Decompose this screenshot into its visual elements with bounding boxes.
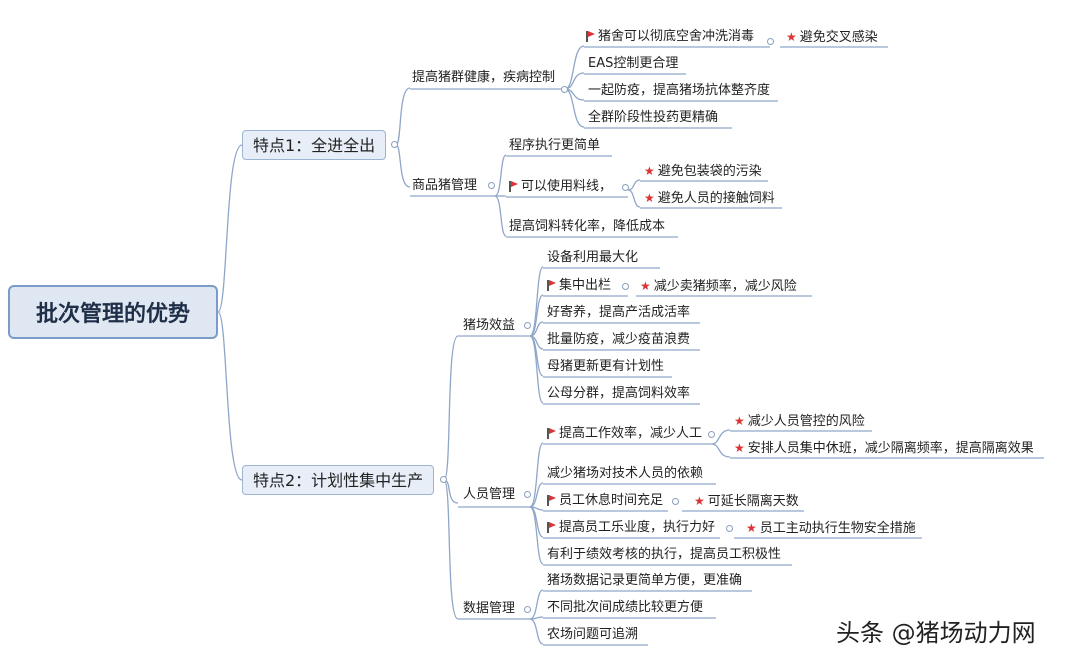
red-flag-icon: [547, 428, 556, 439]
item-medication[interactable]: 全群阶段性投药更精确: [588, 110, 719, 125]
watermark: 头条 @猪场动力网: [836, 619, 1036, 647]
item-sex-grouping[interactable]: 公母分群，提高饲料效率: [547, 386, 691, 401]
item-joint-vaccination[interactable]: 一起防疫，提高猪场抗体整齐度: [588, 83, 771, 98]
item-feed-conversion[interactable]: 提高饲料转化率，降低成本: [509, 219, 666, 234]
item-performance-review[interactable]: 有利于绩效考核的执行，提高员工积极性: [547, 547, 782, 562]
note-avoid-cross-infection[interactable]: ★避免交叉感染: [786, 30, 878, 45]
item-rest-time[interactable]: 员工休息时间充足: [547, 492, 663, 510]
collapse-knob[interactable]: [524, 322, 531, 329]
item-simple-procedure[interactable]: 程序执行更简单: [509, 138, 601, 153]
note-avoid-human-contact[interactable]: ★避免人员的接触饲料: [644, 191, 775, 206]
red-star-icon: ★: [746, 521, 757, 535]
item-eas-control[interactable]: EAS控制更合理: [588, 56, 679, 71]
item-feed-line[interactable]: 可以使用料线，: [509, 178, 612, 196]
collapse-knob[interactable]: [440, 476, 447, 483]
item-batch-vaccination[interactable]: 批量防疫，减少疫苗浪费: [547, 332, 691, 347]
red-star-icon: ★: [644, 191, 655, 205]
item-centralized-sale[interactable]: 集中出栏: [547, 277, 611, 295]
collapse-knob[interactable]: [488, 182, 495, 189]
red-flag-icon: [509, 181, 518, 192]
item-disinfection[interactable]: 猪舍可以彻底空舍冲洗消毒: [586, 28, 754, 46]
red-star-icon: ★: [786, 30, 797, 44]
red-star-icon: ★: [734, 414, 745, 428]
note-reduce-sale-frequency[interactable]: ★减少卖猪频率，减少风险: [640, 279, 797, 294]
item-traceability[interactable]: 农场问题可追溯: [547, 627, 639, 642]
note-centralized-rest[interactable]: ★安排人员集中休班，减少隔离频率，提高隔离效果: [734, 441, 1034, 456]
item-batch-comparison[interactable]: 不同批次间成绩比较更方便: [547, 600, 704, 615]
collapse-knob[interactable]: [622, 184, 629, 191]
red-flag-icon: [547, 495, 556, 506]
group-health-control[interactable]: 提高猪群健康，疾病控制: [412, 70, 556, 85]
item-sow-renewal[interactable]: 母猪更新更有计划性: [547, 359, 665, 374]
collapse-knob[interactable]: [622, 283, 629, 290]
group-staff-management[interactable]: 人员管理: [463, 487, 516, 502]
red-star-icon: ★: [640, 279, 651, 293]
item-work-efficiency[interactable]: 提高工作效率，减少人工: [547, 425, 702, 443]
collapse-knob[interactable]: [524, 491, 531, 498]
note-avoid-bag-contamination[interactable]: ★避免包装袋的污染: [644, 164, 762, 179]
note-extend-isolation[interactable]: ★可延长隔离天数: [694, 494, 799, 509]
collapse-knob[interactable]: [561, 86, 568, 93]
group-commercial-pig[interactable]: 商品猪管理: [412, 178, 478, 193]
note-reduce-control-risk[interactable]: ★减少人员管控的风险: [734, 414, 865, 429]
item-reduce-dependency[interactable]: 减少猪场对技术人员的依赖: [547, 466, 704, 481]
note-biosecurity[interactable]: ★员工主动执行生物安全措施: [746, 521, 916, 536]
collapse-knob[interactable]: [767, 38, 774, 45]
item-fostering[interactable]: 好寄养，提高产活成活率: [547, 305, 691, 320]
collapse-knob[interactable]: [672, 498, 679, 505]
root-node[interactable]: 批次管理的优势: [8, 285, 218, 339]
collapse-knob[interactable]: [391, 141, 398, 148]
red-flag-icon: [586, 31, 595, 42]
red-flag-icon: [547, 280, 556, 291]
item-data-recording[interactable]: 猪场数据记录更简单方便，更准确: [547, 573, 743, 588]
collapse-knob[interactable]: [726, 525, 733, 532]
item-equipment-usage[interactable]: 设备利用最大化: [547, 250, 639, 265]
collapse-knob[interactable]: [524, 606, 531, 613]
collapse-knob[interactable]: [708, 431, 715, 438]
group-farm-benefit[interactable]: 猪场效益: [463, 318, 516, 333]
feature-2-node[interactable]: 特点2：计划性集中生产: [242, 465, 435, 495]
red-flag-icon: [547, 522, 556, 533]
red-star-icon: ★: [734, 441, 745, 455]
feature-1-node[interactable]: 特点1：全进全出: [242, 130, 387, 160]
red-star-icon: ★: [644, 164, 655, 178]
item-staff-engagement[interactable]: 提高员工乐业度，执行力好: [547, 519, 715, 537]
red-star-icon: ★: [694, 494, 705, 508]
group-data-management[interactable]: 数据管理: [463, 601, 516, 616]
